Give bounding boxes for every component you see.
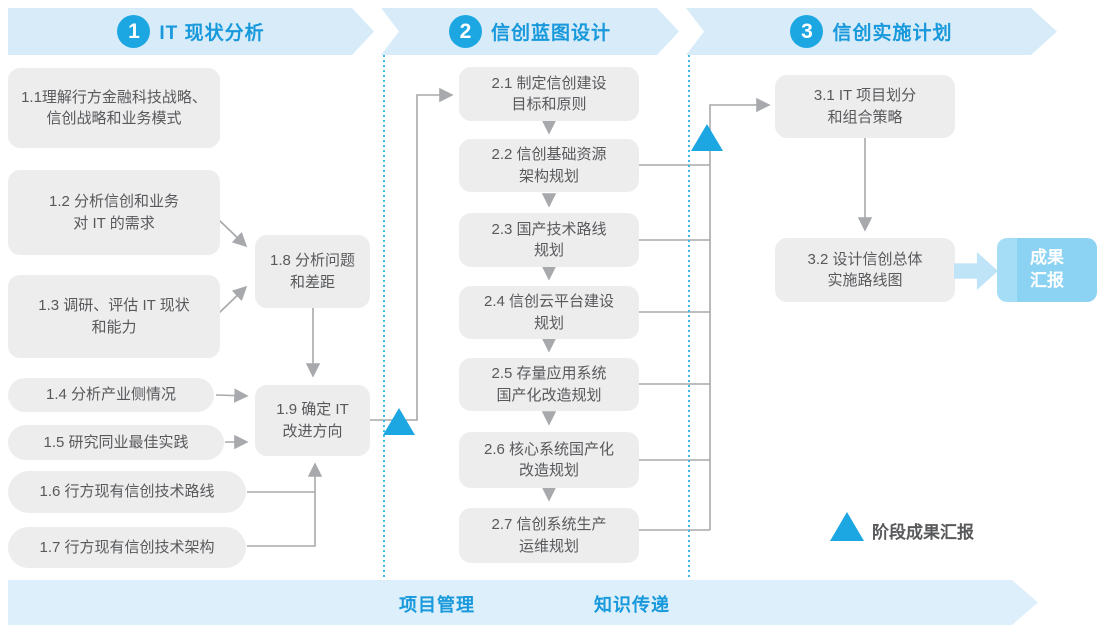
task-box-1-7: 1.7 行方现有信创技术架构 <box>8 527 246 568</box>
phase-number-badge-3: 3 <box>790 15 823 48</box>
phase-banner-3: 3 信创实施计划 <box>686 8 1057 55</box>
legend-label: 阶段成果汇报 <box>872 523 974 542</box>
task-box-2-1: 2.1 制定信创建设 目标和原则 <box>459 67 639 121</box>
task-box-2-2: 2.2 信创基础资源 架构规划 <box>459 139 639 192</box>
task-box-2-7: 2.7 信创系统生产 运维规划 <box>459 508 639 563</box>
task-box-1-9: 1.9 确定 IT 改进方向 <box>255 385 370 456</box>
task-box-1-1: 1.1理解行方金融科技战略、 信创战略和业务模式 <box>8 68 220 148</box>
phase-title-2: 信创蓝图设计 <box>490 23 611 44</box>
task-box-2-4: 2.4 信创云平台建设 规划 <box>459 286 639 339</box>
result-box: 成果 汇报 <box>997 238 1097 302</box>
phase-divider-line-1 <box>383 55 385 578</box>
footer-label-knowledge-transfer: 知识传递 <box>594 595 670 615</box>
legend-triangle-icon <box>830 512 864 541</box>
task-box-2-3: 2.3 国产技术路线 规划 <box>459 213 639 267</box>
task-box-1-4: 1.4 分析产业侧情况 <box>8 378 214 412</box>
footer-banner <box>8 580 1038 625</box>
task-box-2-6: 2.6 核心系统国产化 改造规划 <box>459 432 639 488</box>
phase-divider-line-2 <box>688 55 690 578</box>
task-box-1-2: 1.2 分析信创和业务 对 IT 的需求 <box>8 170 220 255</box>
task-box-3-1: 3.1 IT 项目划分 和组合策略 <box>775 75 955 138</box>
milestone-triangle-icon-1 <box>383 408 415 435</box>
task-box-2-5: 2.5 存量应用系统 国产化改造规划 <box>459 358 639 411</box>
milestone-triangle-icon-2 <box>691 124 723 151</box>
footer-label-project-management: 项目管理 <box>399 595 475 615</box>
task-box-1-5: 1.5 研究同业最佳实践 <box>8 425 224 460</box>
task-box-1-6: 1.6 行方现有信创技术路线 <box>8 471 246 513</box>
phase-title-1: IT 现状分析 <box>159 23 265 44</box>
phase-banner-1: 1 IT 现状分析 <box>8 8 374 55</box>
task-box-3-2: 3.2 设计信创总体 实施路线图 <box>775 238 955 302</box>
task-box-1-3: 1.3 调研、评估 IT 现状 和能力 <box>8 275 220 358</box>
task-box-1-8: 1.8 分析问题 和差距 <box>255 235 370 308</box>
phase-number-badge-2: 2 <box>449 15 482 48</box>
phase-banner-2: 2 信创蓝图设计 <box>381 8 679 55</box>
phase-number-badge-1: 1 <box>117 15 150 48</box>
phase-title-3: 信创实施计划 <box>832 23 953 44</box>
